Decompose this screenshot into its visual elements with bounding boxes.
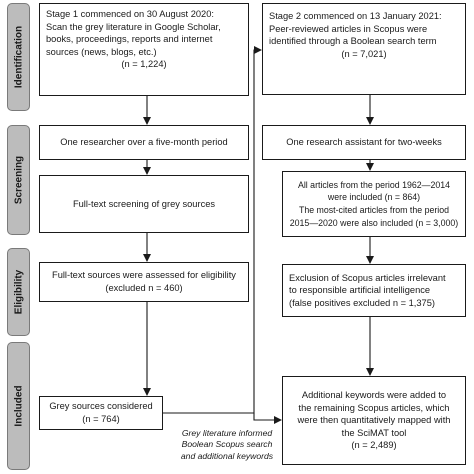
right-period-line-2: were included (n = 864) — [327, 192, 421, 203]
right-keywords-line-4: the SciMAT tool — [341, 427, 407, 438]
right-period-line-3: The most-cited articles from the period — [298, 205, 450, 215]
arrow-grey-informs-keywords — [253, 413, 282, 424]
right-exclusion-line-2: to responsible artificial intelligence — [289, 285, 431, 296]
left-eligibility-line-2: (excluded n = 460) — [105, 283, 183, 293]
left-eligibility-line-1: Full-text sources were assessed for elig… — [52, 270, 236, 281]
grey-sources-count: (n = 764) — [82, 414, 120, 424]
phase-eligibility-label: Eligibility — [13, 269, 24, 315]
note-line-2: Boolean Scopus search — [181, 439, 273, 450]
right-period-line-4: 2015—2020 were also included (n = 3,000) — [289, 217, 459, 228]
stage2-line-3: identified through a Boolean search term — [269, 36, 437, 47]
stage2-identification-box: Stage 2 commenced on 13 January 2021: Pe… — [262, 3, 466, 95]
grey-sources-line-1: Grey sources considered — [49, 401, 153, 412]
stage1-count: (n = 1,224) — [121, 59, 167, 70]
right-exclusion-line-1: Exclusion of Scopus articles irrelevant — [289, 272, 446, 283]
grey-literature-note: Grey literature informed Boolean Scopus … — [172, 428, 282, 462]
left-fulltext-screening-box: Full-text screening of grey sources — [39, 175, 249, 233]
right-keywords-line-3: were then quantitatively mapped with — [297, 415, 451, 426]
right-exclusion-line-3: (false positives excluded n = 1,375) — [289, 297, 435, 308]
stage2-count: (n = 7,021) — [341, 48, 387, 59]
right-keywords-line-2: the remaining Scopus articles, which — [298, 402, 450, 413]
stage1-line-4: sources (news, blogs, etc.) — [46, 46, 157, 57]
left-fulltext-screening-text: Full-text screening of grey sources — [72, 198, 216, 209]
phase-identification: Identification — [7, 3, 30, 111]
note-line-1: Grey literature informed — [181, 428, 273, 438]
stage1-identification-box: Stage 1 commenced on 30 August 2020: Sca… — [39, 3, 249, 96]
left-screening-researcher-box: One researcher over a five-month period — [39, 125, 249, 160]
phase-included-label: Included — [13, 385, 24, 427]
phase-screening-label: Screening — [13, 155, 24, 205]
stage2-line-2: Peer-reviewed articles in Scopus were — [269, 23, 428, 34]
note-line-3: and additional keywords — [180, 450, 274, 461]
right-keywords-box: Additional keywords were added to the re… — [282, 376, 466, 465]
phase-included: Included — [7, 342, 30, 470]
phase-screening: Screening — [7, 125, 30, 235]
stage2-line-1: Stage 2 commenced on 13 January 2021: — [269, 11, 442, 21]
left-screening-researcher-text: One researcher over a five-month period — [60, 137, 228, 148]
right-period-line-1: All articles from the period 1962—2014 — [297, 179, 451, 190]
grey-sources-box: Grey sources considered (n = 764) — [39, 396, 163, 430]
right-keywords-count: (n = 2,489) — [351, 440, 397, 451]
stage1-line-2: Scan the grey literature in Google Schol… — [46, 21, 221, 32]
left-eligibility-box: Full-text sources were assessed for elig… — [39, 262, 249, 302]
phase-eligibility: Eligibility — [7, 248, 30, 336]
right-period-inclusion-box: All articles from the period 1962—2014 w… — [282, 171, 466, 237]
phase-identification-label: Identification — [13, 25, 24, 89]
right-exclusion-box: Exclusion of Scopus articles irrelevant … — [282, 264, 466, 317]
stage1-line-1: Stage 1 commenced on 30 August 2020: — [46, 9, 214, 19]
right-screening-assistant-text: One research assistant for two-weeks — [286, 137, 442, 148]
right-keywords-line-1: Additional keywords were added to — [301, 390, 447, 401]
right-screening-assistant-box: One research assistant for two-weeks — [262, 125, 466, 160]
stage1-line-3: books, proceedings, reports and internet — [46, 34, 213, 45]
